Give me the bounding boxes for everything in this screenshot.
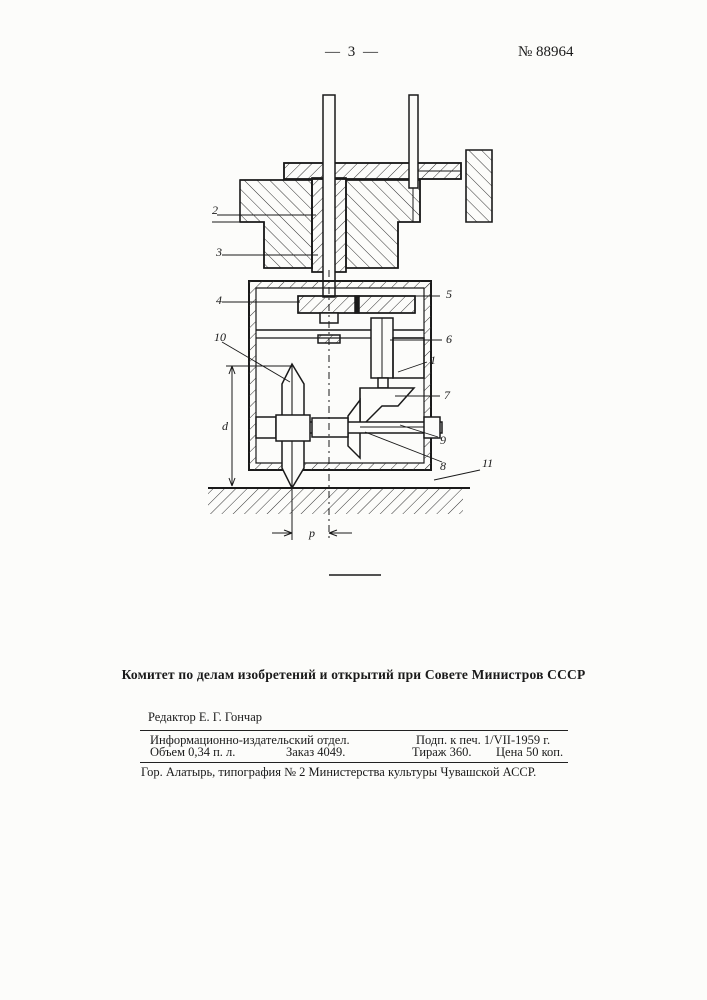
label-11: 11 <box>482 456 493 470</box>
order-number: Заказ 4049. <box>286 745 345 760</box>
imprint-rule-top <box>140 730 568 731</box>
label-1: 1 <box>430 353 436 367</box>
label-3: 3 <box>215 245 222 259</box>
label-5: 5 <box>446 287 452 301</box>
label-8: 8 <box>440 459 446 473</box>
gear-4-and-5 <box>298 296 415 343</box>
main-shaft <box>323 95 335 297</box>
vertical-shaft-6 <box>371 318 424 388</box>
printer-line: Гор. Алатырь, типография № 2 Министерств… <box>141 765 536 780</box>
top-plate <box>284 163 461 179</box>
mechanism-drawing: 2 3 4 5 6 1 7 9 8 10 11 d p <box>0 0 707 600</box>
label-10: 10 <box>214 330 226 344</box>
editor-line: Редактор Е. Г. Гончар <box>148 710 262 725</box>
committee-title: Комитет по делам изобретений и открытий … <box>0 667 707 683</box>
volume: Объем 0,34 п. л. <box>150 745 235 760</box>
label-2: 2 <box>212 203 218 217</box>
label-7: 7 <box>444 388 451 402</box>
dimension-p: p <box>308 526 315 540</box>
ground-surface <box>208 488 470 514</box>
imprint-rule-bottom <box>140 762 568 763</box>
label-9: 9 <box>440 433 446 447</box>
label-6: 6 <box>446 332 452 346</box>
price: Цена 50 коп. <box>496 745 563 760</box>
circulation: Тираж 360. <box>412 745 471 760</box>
label-4: 4 <box>216 293 222 307</box>
dimension-d: d <box>222 419 229 433</box>
